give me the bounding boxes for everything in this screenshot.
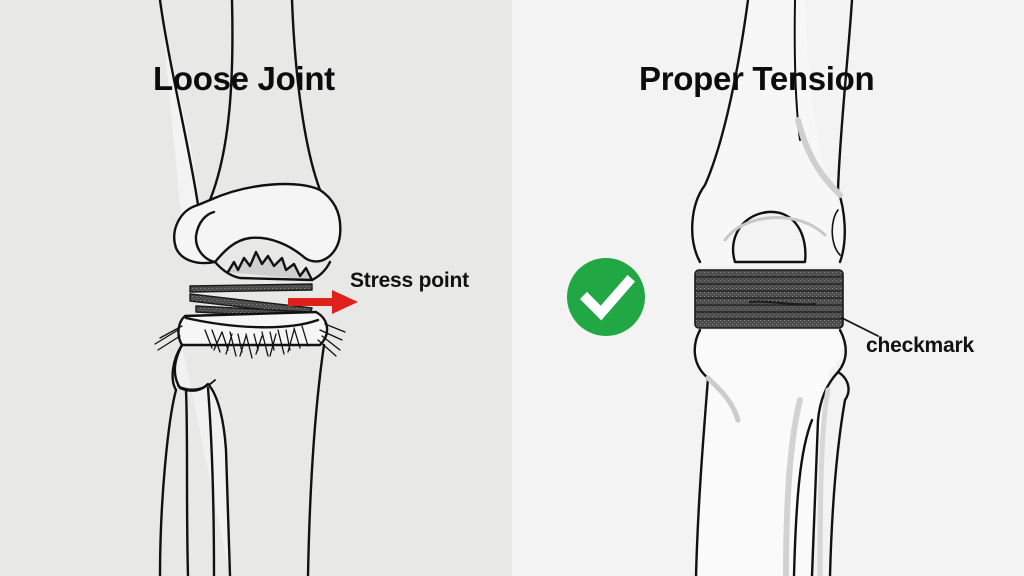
proper-tension-title: Proper Tension <box>639 60 875 97</box>
checkmark-label: checkmark <box>866 334 974 357</box>
left-knee-drawing <box>154 0 346 576</box>
stress-arrow <box>288 290 358 314</box>
check-circle-icon <box>567 258 645 336</box>
stress-point-label: Stress point <box>350 269 469 292</box>
right-knee-drawing <box>690 0 879 576</box>
checkmark-glyph-icon <box>579 274 636 321</box>
loose-joint-title: Loose Joint <box>153 60 335 97</box>
